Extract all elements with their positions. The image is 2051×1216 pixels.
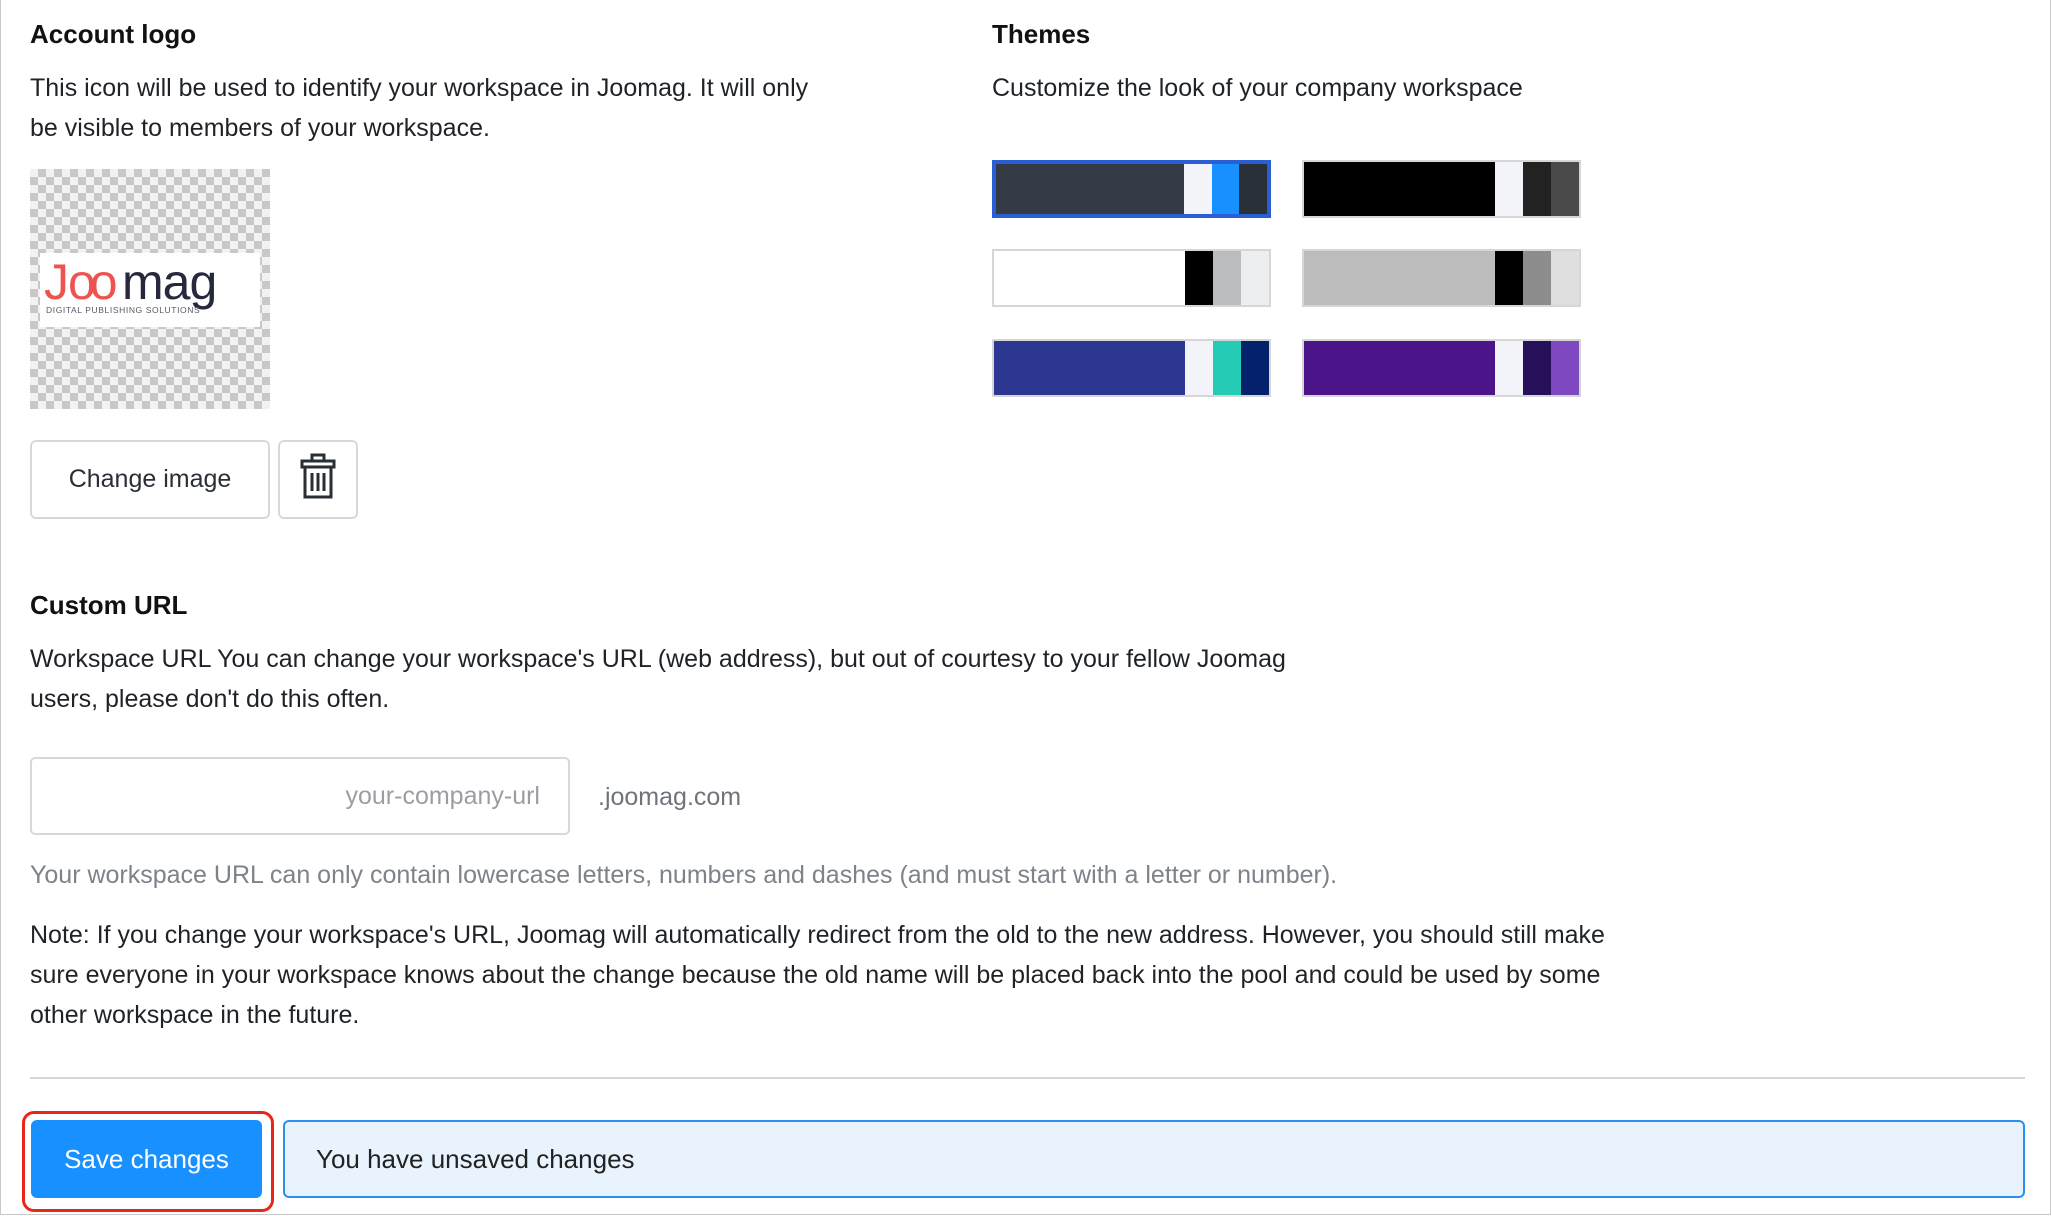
theme-color-segment <box>1523 341 1552 395</box>
theme-swatch-dark-slate[interactable] <box>992 160 1271 218</box>
theme-color-segment <box>1523 162 1552 216</box>
theme-swatch-grey[interactable] <box>1302 249 1581 307</box>
trash-icon <box>300 453 336 506</box>
unsaved-changes-banner: You have unsaved changes <box>283 1120 2025 1198</box>
theme-color-segment <box>994 251 1186 305</box>
theme-color-segment <box>1213 341 1242 395</box>
save-changes-button[interactable]: Save changes <box>31 1120 262 1198</box>
theme-color-segment <box>1304 341 1496 395</box>
theme-color-segment <box>1551 251 1579 305</box>
joomag-logo: J oo mag DIGITAL PUBLISHING SOLUTIONS <box>40 253 260 327</box>
svg-text:mag: mag <box>122 254 216 310</box>
delete-logo-button[interactable] <box>278 440 358 519</box>
theme-color-segment <box>1213 251 1242 305</box>
theme-color-segment <box>1211 164 1240 214</box>
theme-color-segment <box>1185 341 1214 395</box>
account-logo-description: This icon will be used to identify your … <box>30 74 809 142</box>
save-highlight-outline <box>22 1111 274 1212</box>
theme-color-segment <box>1523 251 1552 305</box>
theme-swatch-purple[interactable] <box>1302 339 1581 397</box>
theme-color-segment <box>1184 164 1212 214</box>
themes-description: Customize the look of your company works… <box>992 74 1523 102</box>
theme-color-segment <box>1495 341 1524 395</box>
theme-color-segment <box>994 341 1186 395</box>
custom-url-input[interactable] <box>30 757 570 835</box>
theme-color-segment <box>996 164 1185 214</box>
logo-preview: J oo mag DIGITAL PUBLISHING SOLUTIONS <box>30 169 270 409</box>
theme-color-segment <box>1495 251 1524 305</box>
theme-swatch-black[interactable] <box>1302 160 1581 218</box>
theme-color-segment <box>1304 251 1496 305</box>
theme-swatch-white[interactable] <box>992 249 1271 307</box>
account-logo-heading: Account logo <box>30 19 197 49</box>
domain-suffix: .joomag.com <box>598 783 742 811</box>
theme-color-segment <box>1304 162 1496 216</box>
theme-color-segment <box>1185 251 1214 305</box>
theme-color-segment <box>1551 341 1579 395</box>
url-hint: Your workspace URL can only contain lowe… <box>30 861 1338 889</box>
change-image-button[interactable]: Change image <box>30 440 270 519</box>
themes-heading: Themes <box>992 19 1091 49</box>
custom-url-description: Workspace URL You can change your worksp… <box>30 645 1286 713</box>
theme-color-segment <box>1551 162 1579 216</box>
url-change-note: Note: If you change your workspace's URL… <box>30 921 1605 1029</box>
unsaved-changes-text: You have unsaved changes <box>316 1143 635 1174</box>
theme-swatch-blue[interactable] <box>992 339 1271 397</box>
divider <box>30 1077 2025 1079</box>
theme-color-segment <box>1241 341 1269 395</box>
theme-color-segment <box>1239 164 1267 214</box>
custom-url-heading: Custom URL <box>30 590 188 620</box>
svg-text:DIGITAL PUBLISHING SOLUTIONS: DIGITAL PUBLISHING SOLUTIONS <box>46 305 200 315</box>
theme-color-segment <box>1495 162 1524 216</box>
svg-text:oo: oo <box>68 254 116 310</box>
theme-color-segment <box>1241 251 1269 305</box>
svg-text:J: J <box>44 254 67 310</box>
